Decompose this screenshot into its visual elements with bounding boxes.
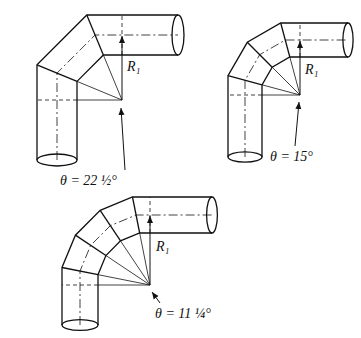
radial-line xyxy=(262,95,300,96)
radius-arrow xyxy=(300,41,301,95)
radius-label: R₁ xyxy=(127,58,140,75)
radius-arrow xyxy=(150,216,151,285)
leader-line xyxy=(121,108,125,170)
radius-label: R₁ xyxy=(156,238,169,255)
leg-seam xyxy=(62,285,98,286)
pipe-inner-edge xyxy=(77,55,178,160)
pipe-end xyxy=(343,23,353,57)
radial-line xyxy=(77,100,122,101)
radial-line xyxy=(103,55,122,100)
miter-seam xyxy=(75,235,106,255)
miter-seam xyxy=(37,65,77,82)
angle-label: θ = 22 ½° xyxy=(60,172,117,189)
radial-line xyxy=(290,57,300,95)
angle-label: θ = 11 ¼° xyxy=(155,305,211,322)
pipe-inner-edge xyxy=(98,233,212,325)
miter-seam xyxy=(132,197,139,233)
pipe-end xyxy=(228,152,262,162)
leader-line xyxy=(152,292,160,303)
miter-seam xyxy=(87,15,104,55)
pipe-end xyxy=(37,154,77,166)
pipe-centerline xyxy=(57,35,178,160)
radial-line xyxy=(272,67,300,95)
radius-label: R₁ xyxy=(305,61,318,78)
pipe-outer-edge xyxy=(228,23,348,157)
miter-seam xyxy=(62,267,98,274)
radial-line xyxy=(106,256,150,285)
pipe-outer-edge xyxy=(62,197,212,325)
leg-seam xyxy=(228,95,262,96)
miter-seam xyxy=(281,23,290,57)
radial-line xyxy=(98,285,150,286)
pipe-centerline xyxy=(245,40,348,157)
miter-seam xyxy=(100,210,120,241)
miter-seam xyxy=(228,76,262,85)
miter-seam xyxy=(247,42,272,67)
pipe-outer-edge xyxy=(37,15,178,160)
radial-line xyxy=(262,85,300,95)
pipe-centerline xyxy=(80,215,212,325)
radius-arrow xyxy=(122,36,123,100)
leg-seam xyxy=(37,100,77,101)
pipe-end xyxy=(207,197,218,233)
radial-line xyxy=(140,233,150,285)
angle-label: θ = 15° xyxy=(270,148,313,165)
leader-line xyxy=(295,102,299,146)
pipe-end xyxy=(62,320,98,331)
pipe-end xyxy=(172,15,184,55)
pipe-inner-edge xyxy=(262,57,348,157)
